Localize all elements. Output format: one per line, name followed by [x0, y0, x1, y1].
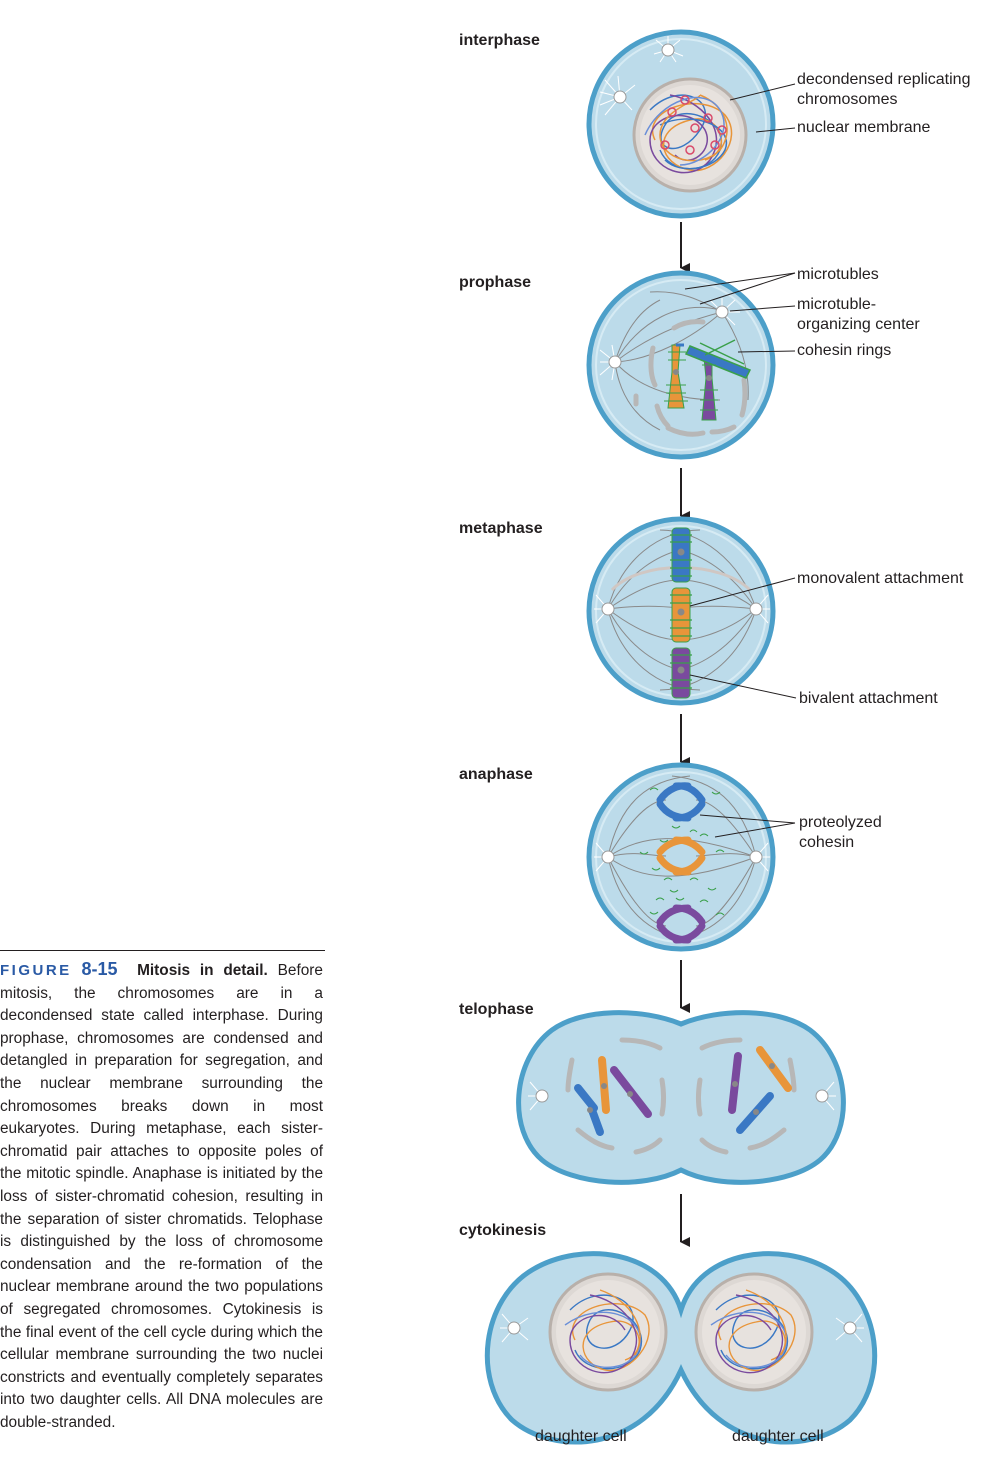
centrosome	[528, 1081, 549, 1111]
interphase-cell	[586, 29, 796, 219]
figure-label-word: FIGURE	[0, 962, 72, 979]
callout-line: proteolyzed	[799, 814, 882, 831]
figure-label-number: 8-15	[81, 959, 118, 979]
callout-line: chromosomes	[797, 91, 898, 108]
microtubules	[614, 291, 749, 431]
callout-monovalent-attachment: monovalent attachment	[797, 570, 964, 587]
centrosome	[599, 344, 622, 381]
prophase-cell	[586, 270, 796, 460]
telophase-cell	[516, 1010, 846, 1185]
stage-label-metaphase: metaphase	[459, 520, 543, 537]
callout-proteolyzed-cohesin: proteolyzed cohesin	[799, 813, 882, 853]
daughter-nucleus-left	[548, 1272, 668, 1392]
figure-title: Mitosis in detail.	[137, 962, 268, 979]
caption-rule	[0, 950, 325, 951]
daughter-cell-label-left: daughter cell	[535, 1428, 627, 1445]
stage-label-interphase: interphase	[459, 32, 540, 49]
figure-caption-body: Before mitosis, the chromosomes are in a…	[0, 962, 323, 1431]
callout-line: organizing center	[797, 316, 920, 333]
anaphase-cell	[586, 762, 796, 952]
callout-line: decondensed replicating	[797, 71, 971, 88]
decondensed-chromosomes	[644, 94, 733, 174]
centrosome	[709, 298, 740, 326]
callout-cohesin-rings: cohesin rings	[797, 342, 892, 359]
cohesin-fragments	[639, 787, 725, 916]
stage-label-cytokinesis: cytokinesis	[459, 1222, 547, 1239]
stage-label-anaphase: anaphase	[459, 766, 533, 783]
reforming-nuclear-envelope	[565, 1037, 797, 1155]
centrosome	[749, 594, 770, 624]
centrosome	[835, 1313, 864, 1343]
stage-label-prophase: prophase	[459, 274, 532, 291]
daughter-nucleus-right	[694, 1272, 814, 1392]
figure-caption: FIGURE 8-15 Mitosis in detail. Before mi…	[0, 958, 323, 1434]
callout-decondensed-chromosomes: decondensed replicating chromosomes	[797, 70, 970, 110]
separated-chromatids	[656, 782, 706, 944]
aligned-chromosomes	[670, 527, 692, 699]
nuclear-fragments	[633, 319, 748, 437]
centrosome	[653, 36, 684, 63]
daughter-cell-label-right: daughter cell	[732, 1428, 824, 1445]
centrosome	[594, 842, 615, 872]
metaphase-cell	[586, 516, 797, 706]
cytokinesis-cells	[484, 1251, 878, 1445]
callout-nuclear-membrane: nuclear membrane	[797, 119, 931, 136]
stage-label-telophase: telophase	[459, 1001, 534, 1018]
centrosome	[815, 1081, 836, 1111]
condensed-chromosomes	[664, 339, 752, 421]
callout-line: microtuble-	[797, 296, 877, 313]
callout-microtubule-organizing-center: microtuble- organizing center	[797, 295, 920, 335]
centrosome	[749, 842, 770, 872]
centrosome	[599, 75, 636, 116]
centrosome	[500, 1313, 529, 1343]
callout-line: cohesin	[799, 834, 855, 851]
centrosome	[594, 594, 615, 624]
callout-bivalent-attachment: bivalent attachment	[799, 690, 938, 707]
callout-microtubles: microtubles	[797, 266, 879, 283]
